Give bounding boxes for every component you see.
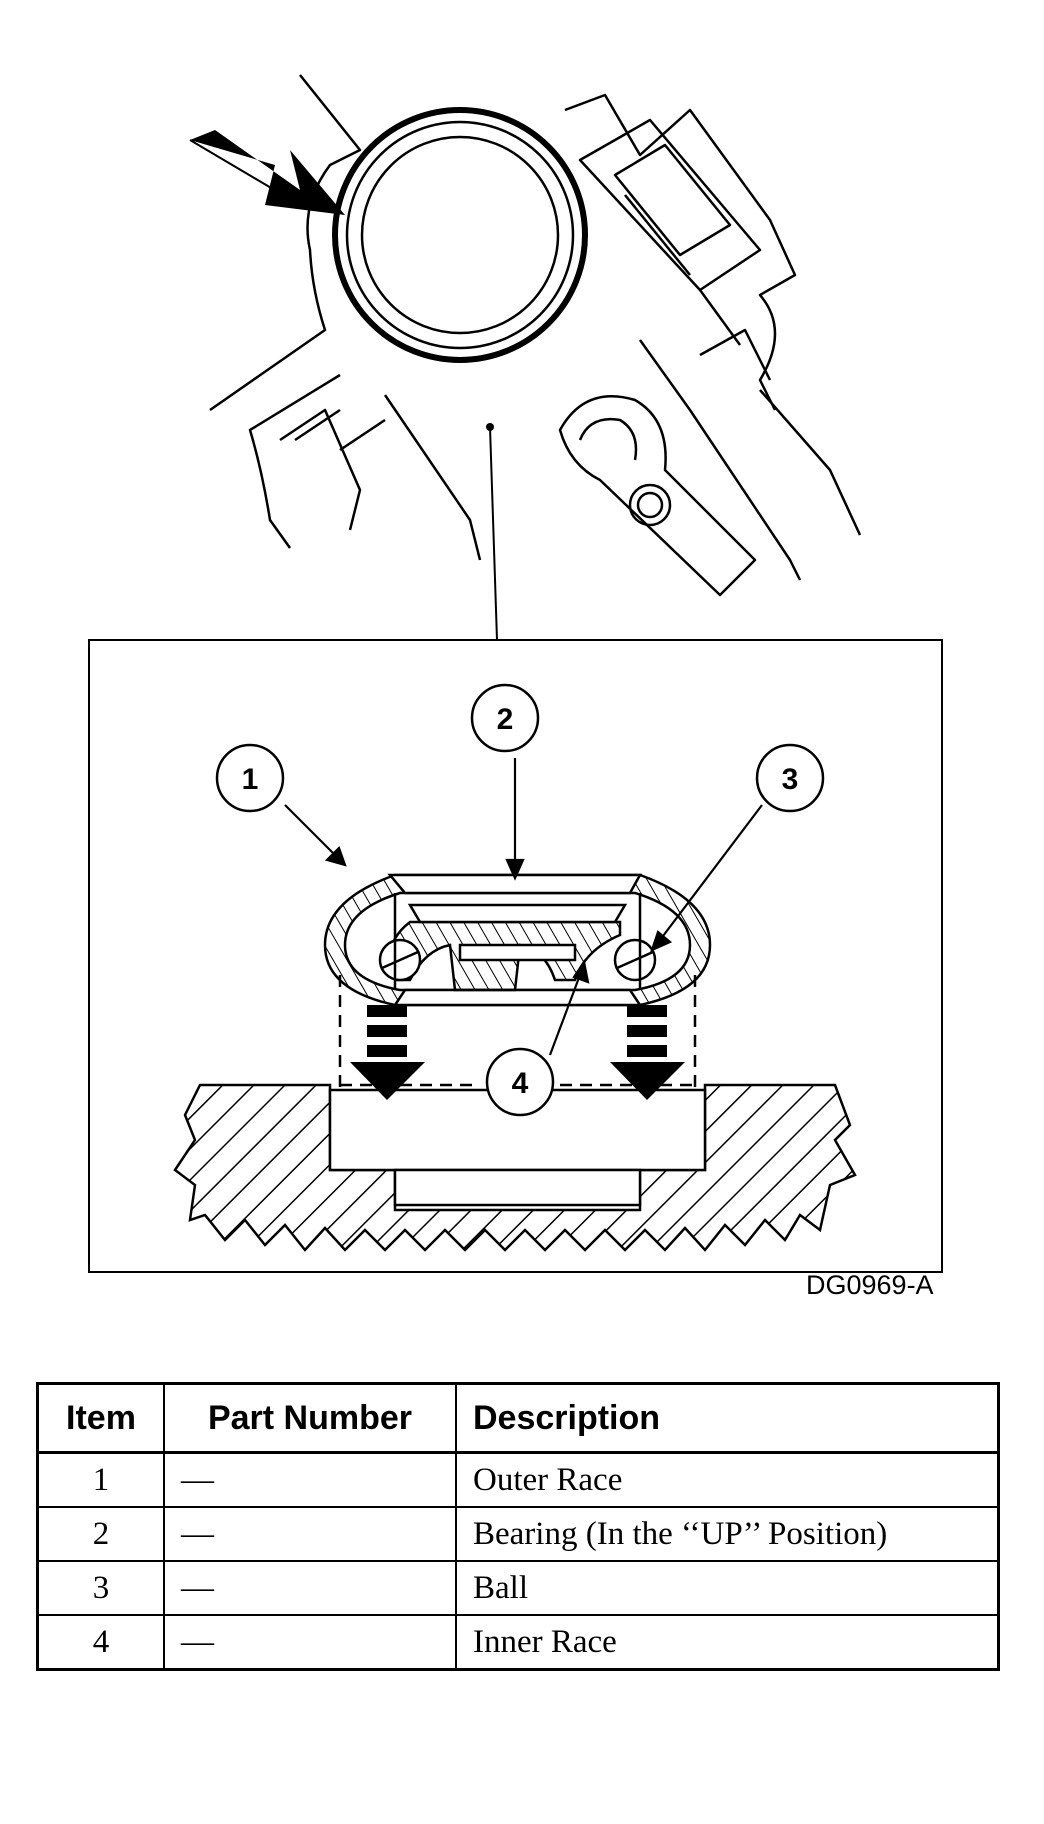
detail-frame — [88, 639, 943, 1273]
table-row: 2 — Bearing (In the ‘‘UP’’ Position) — [36, 1506, 1000, 1562]
svg-text:1: 1 — [242, 763, 259, 796]
header-part-number: Part Number — [163, 1382, 457, 1454]
header-item: Item — [36, 1382, 165, 1454]
svg-text:2: 2 — [497, 703, 514, 736]
table-row: 4 — Inner Race — [36, 1614, 1000, 1671]
cell-description: Outer Race — [455, 1451, 1000, 1508]
cell-part-number: — — [163, 1614, 457, 1671]
install-arrow-right — [610, 1005, 685, 1100]
pointer-arrow — [190, 130, 345, 215]
cell-part-number: — — [163, 1506, 457, 1562]
cell-description: Inner Race — [455, 1614, 1000, 1671]
svg-text:3: 3 — [782, 763, 799, 796]
table-header-row: Item Part Number Description — [36, 1382, 1000, 1454]
alignment-guides — [338, 975, 697, 1090]
bearing-cross-section — [323, 873, 712, 1007]
table-row: 3 — Ball — [36, 1560, 1000, 1616]
bearing-ring-top-view — [332, 107, 588, 363]
table-row: 1 — Outer Race — [36, 1451, 1000, 1508]
figure-id: DG0969-A — [806, 1270, 934, 1300]
callout-1: 1 — [215, 743, 285, 813]
cell-part-number: — — [163, 1451, 457, 1508]
header-description: Description — [455, 1382, 1000, 1454]
cell-description: Ball — [455, 1560, 1000, 1616]
callout-2: 2 — [470, 683, 540, 753]
parts-table: Item Part Number Description 1 — Outer R… — [36, 1382, 1000, 1671]
cell-item: 1 — [36, 1451, 165, 1508]
cell-item: 2 — [36, 1506, 165, 1562]
cell-description: Bearing (In the ‘‘UP’’ Position) — [455, 1506, 1000, 1562]
cell-item: 4 — [36, 1614, 165, 1671]
callout-4: 4 — [485, 1047, 555, 1117]
callout-3: 3 — [755, 743, 825, 813]
bearing-diagram: 1 2 3 4 — [88, 74, 943, 1273]
housing-illustration — [209, 74, 862, 597]
cell-part-number: — — [163, 1560, 457, 1616]
install-arrow-left — [350, 1005, 425, 1100]
cell-item: 3 — [36, 1560, 165, 1616]
callout-leaders — [284, 758, 763, 1056]
svg-text:4: 4 — [512, 1067, 529, 1100]
